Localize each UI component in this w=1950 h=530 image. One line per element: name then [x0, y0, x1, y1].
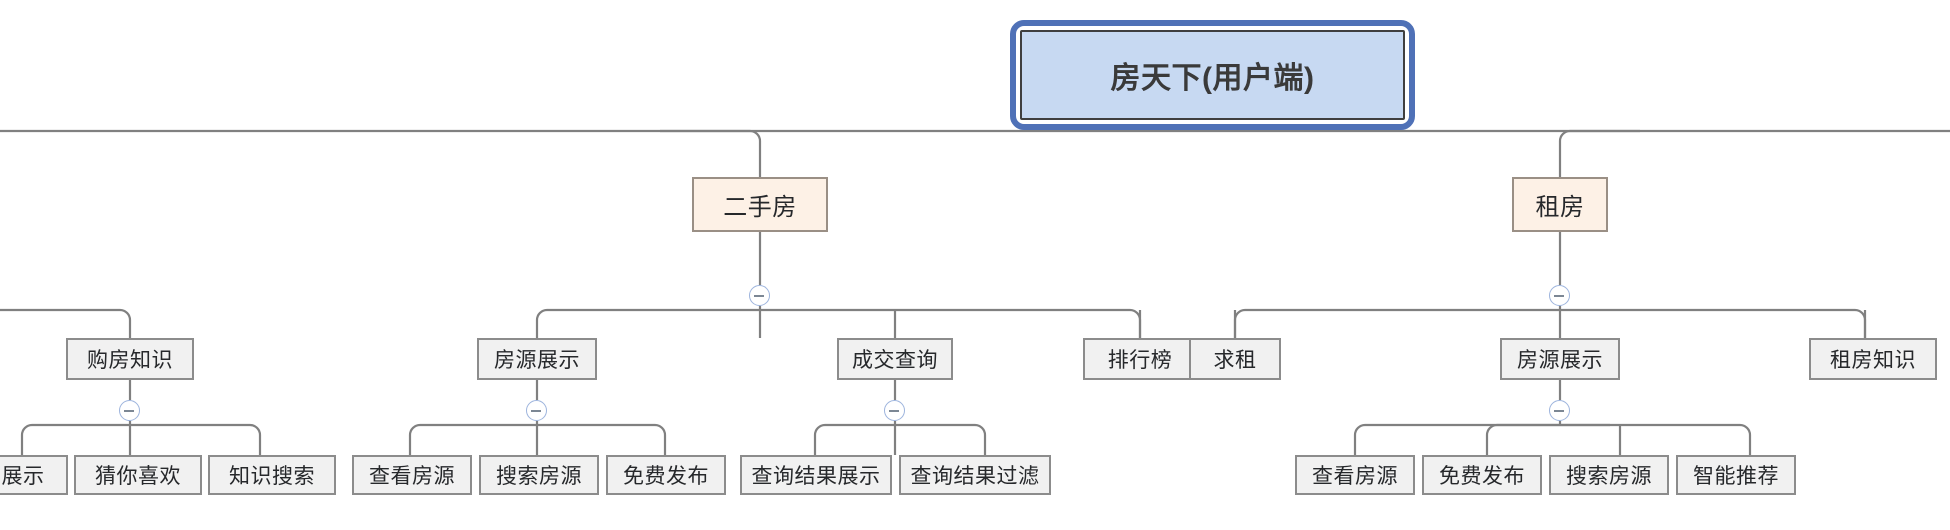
branch-node-label: 二手房 — [723, 194, 797, 221]
leaf-node-mianfeifabu-ershoufang[interactable]: 免费发布 — [606, 455, 726, 495]
collapse-toggle-fangyuanzhanshi-ershoufang[interactable] — [526, 400, 547, 421]
category-node-chengjiaochaxun[interactable]: 成交查询 — [837, 338, 953, 380]
leaf-node-label: 免费发布 — [623, 465, 709, 488]
leaf-node-label: 免费发布 — [1439, 465, 1525, 488]
leaf-node-zhinengtuijian[interactable]: 智能推荐 — [1676, 455, 1796, 495]
leaf-node-mianfeifabu-zufang[interactable]: 免费发布 — [1422, 455, 1542, 495]
collapse-toggle-zufang[interactable] — [1549, 285, 1570, 306]
category-node-fangyuanzhanshi-ershoufang[interactable]: 房源展示 — [477, 338, 597, 380]
category-node-label: 购房知识 — [87, 349, 173, 372]
leaf-node-chaxunjieguoguolv[interactable]: 查询结果过滤 — [899, 455, 1051, 495]
category-node-paihangbang[interactable]: 排行榜 — [1083, 338, 1197, 380]
branch-node-zufang[interactable]: 租房 — [1512, 177, 1608, 232]
leaf-node-label: 搜索房源 — [1566, 465, 1652, 488]
leaf-node-label: 查看房源 — [369, 465, 455, 488]
leaf-node-label: 展示 — [1, 465, 45, 488]
leaf-node-chaxunjieguozhanshi[interactable]: 查询结果展示 — [740, 455, 892, 495]
leaf-node-sousuofangyuan-zufang[interactable]: 搜索房源 — [1549, 455, 1669, 495]
category-node-fangyuanzhanshi-zufang[interactable]: 房源展示 — [1500, 338, 1620, 380]
category-node-label: 求租 — [1213, 349, 1257, 372]
leaf-node-chakanfangyuan-ershoufang[interactable]: 查看房源 — [352, 455, 472, 495]
leaf-node-cainixihuan[interactable]: 猜你喜欢 — [74, 455, 202, 495]
category-node-label: 租房知识 — [1830, 349, 1916, 372]
leaf-node-zhishisousuo[interactable]: 知识搜索 — [208, 455, 336, 495]
branch-node-label: 租房 — [1535, 194, 1585, 221]
category-node-zufangzhishi[interactable]: 租房知识 — [1809, 338, 1937, 380]
collapse-toggle-ershoufang[interactable] — [749, 285, 770, 306]
leaf-node-label: 查询结果过滤 — [910, 465, 1040, 488]
category-node-label: 房源展示 — [1517, 349, 1603, 372]
collapse-toggle-chengjiaochaxun[interactable] — [884, 400, 905, 421]
leaf-node-label: 查询结果展示 — [751, 465, 881, 488]
leaf-node-label: 查看房源 — [1312, 465, 1398, 488]
leaf-node-chakanfangyuan-zufang[interactable]: 查看房源 — [1295, 455, 1415, 495]
collapse-toggle-goufangzhishi[interactable] — [119, 400, 140, 421]
category-node-goufangzhishi[interactable]: 购房知识 — [66, 338, 194, 380]
collapse-toggle-fangyuanzhanshi-zufang[interactable] — [1549, 400, 1570, 421]
category-node-label: 成交查询 — [852, 349, 938, 372]
leaf-node-zhanshi[interactable]: 展示 — [0, 455, 68, 495]
leaf-node-sousuofangyuan-ershoufang[interactable]: 搜索房源 — [479, 455, 599, 495]
root-node-label: 房天下(用户端) — [1110, 62, 1315, 95]
root-node-fangtianxia[interactable]: 房天下(用户端) — [1020, 30, 1405, 120]
category-node-label: 房源展示 — [494, 349, 580, 372]
category-node-label: 排行榜 — [1107, 349, 1173, 372]
leaf-node-label: 智能推荐 — [1693, 465, 1779, 488]
leaf-node-label: 猜你喜欢 — [95, 465, 181, 488]
leaf-node-label: 知识搜索 — [229, 465, 315, 488]
leaf-node-label: 搜索房源 — [496, 465, 582, 488]
category-node-qiuzu[interactable]: 求租 — [1189, 338, 1281, 380]
branch-node-ershoufang[interactable]: 二手房 — [692, 177, 828, 232]
